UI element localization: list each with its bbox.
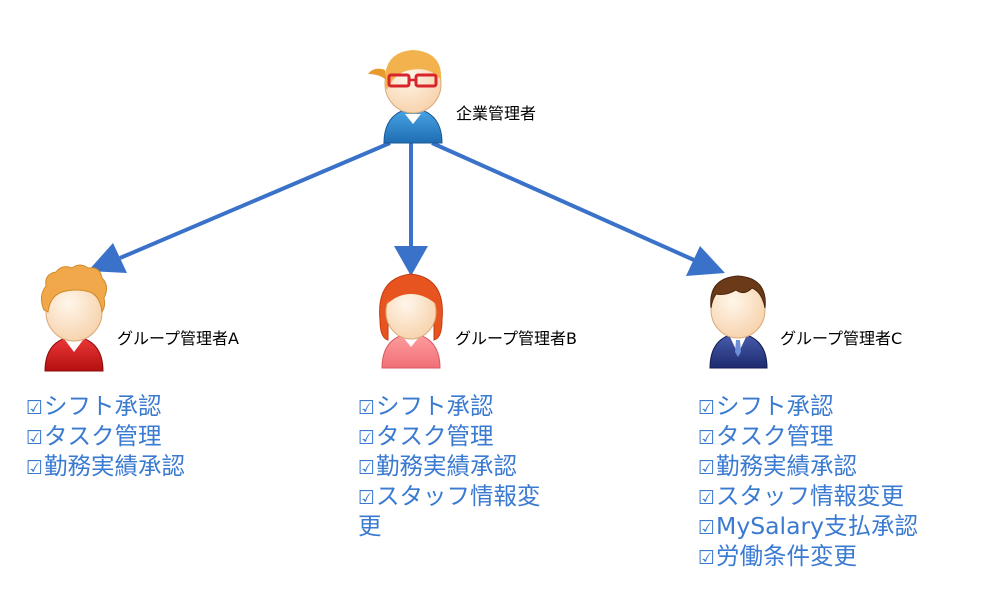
checkbox-icon: ☑ bbox=[698, 517, 716, 539]
permission-label: 勤務実績承認 bbox=[376, 452, 518, 480]
arrow-to-group-a bbox=[119, 141, 391, 260]
permission-item: ☑勤務実績承認 bbox=[698, 452, 918, 482]
permission-label: スタッフ情報変 bbox=[376, 482, 541, 510]
group-a-label: グループ管理者A bbox=[117, 329, 239, 348]
checkbox-icon: ☑ bbox=[26, 457, 44, 479]
permission-label: 勤務実績承認 bbox=[44, 452, 186, 480]
checkbox-icon: ☑ bbox=[698, 487, 716, 509]
arrow-head-group-c bbox=[686, 246, 725, 276]
permission-item: ☑タスク管理 bbox=[26, 422, 185, 452]
group-b-person-icon bbox=[379, 273, 443, 369]
checkbox-icon: ☑ bbox=[698, 427, 716, 449]
checkbox-icon: ☑ bbox=[698, 547, 716, 569]
group-c-person-icon bbox=[709, 275, 768, 369]
group-b-label: グループ管理者B bbox=[455, 329, 578, 348]
permission-item: ☑タスク管理 bbox=[358, 422, 541, 452]
permission-label: シフト承認 bbox=[44, 392, 162, 420]
permission-item: ☑スタッフ情報変更 bbox=[698, 482, 918, 512]
permission-item-continuation: 更 bbox=[358, 512, 541, 540]
arrow-to-group-c bbox=[431, 141, 695, 262]
permission-label: タスク管理 bbox=[716, 422, 834, 450]
checkbox-icon: ☑ bbox=[698, 397, 716, 419]
permission-label: タスク管理 bbox=[44, 422, 162, 450]
arrow-head-group-a bbox=[88, 243, 127, 273]
permission-label: MySalary支払承認 bbox=[716, 512, 919, 540]
permission-item: ☑労働条件変更 bbox=[698, 542, 918, 572]
group-b-permissions: ☑シフト承認 ☑タスク管理 ☑勤務実績承認 ☑スタッフ情報変 更 bbox=[358, 392, 541, 540]
permission-item: ☑勤務実績承認 bbox=[358, 452, 541, 482]
admin-person-icon bbox=[368, 50, 443, 144]
permission-label: 更 bbox=[358, 512, 382, 540]
permission-item: ☑スタッフ情報変 bbox=[358, 482, 541, 512]
permission-item: ☑シフト承認 bbox=[698, 392, 918, 422]
permission-label: スタッフ情報変更 bbox=[716, 482, 905, 510]
arrow-head-group-b bbox=[394, 246, 428, 276]
group-a-person-icon bbox=[40, 264, 108, 372]
group-c-permissions: ☑シフト承認 ☑タスク管理 ☑勤務実績承認 ☑スタッフ情報変更 ☑MySalar… bbox=[698, 392, 918, 572]
permission-item: ☑シフト承認 bbox=[358, 392, 541, 422]
checkbox-icon: ☑ bbox=[26, 397, 44, 419]
permission-label: シフト承認 bbox=[716, 392, 834, 420]
checkbox-icon: ☑ bbox=[358, 397, 376, 419]
permission-label: 勤務実績承認 bbox=[716, 452, 858, 480]
permission-item: ☑勤務実績承認 bbox=[26, 452, 185, 482]
checkbox-icon: ☑ bbox=[358, 427, 376, 449]
permission-label: 労働条件変更 bbox=[716, 542, 858, 570]
checkbox-icon: ☑ bbox=[698, 457, 716, 479]
group-c-label: グループ管理者C bbox=[780, 329, 903, 348]
permission-label: シフト承認 bbox=[376, 392, 494, 420]
permission-item: ☑タスク管理 bbox=[698, 422, 918, 452]
permission-label: タスク管理 bbox=[376, 422, 494, 450]
permission-item: ☑シフト承認 bbox=[26, 392, 185, 422]
arrows bbox=[88, 141, 725, 276]
checkbox-icon: ☑ bbox=[26, 427, 44, 449]
checkbox-icon: ☑ bbox=[358, 457, 376, 479]
checkbox-icon: ☑ bbox=[358, 487, 376, 509]
permission-item: ☑MySalary支払承認 bbox=[698, 512, 918, 542]
top-admin-label: 企業管理者 bbox=[456, 104, 537, 123]
group-a-permissions: ☑シフト承認 ☑タスク管理 ☑勤務実績承認 bbox=[26, 392, 185, 482]
